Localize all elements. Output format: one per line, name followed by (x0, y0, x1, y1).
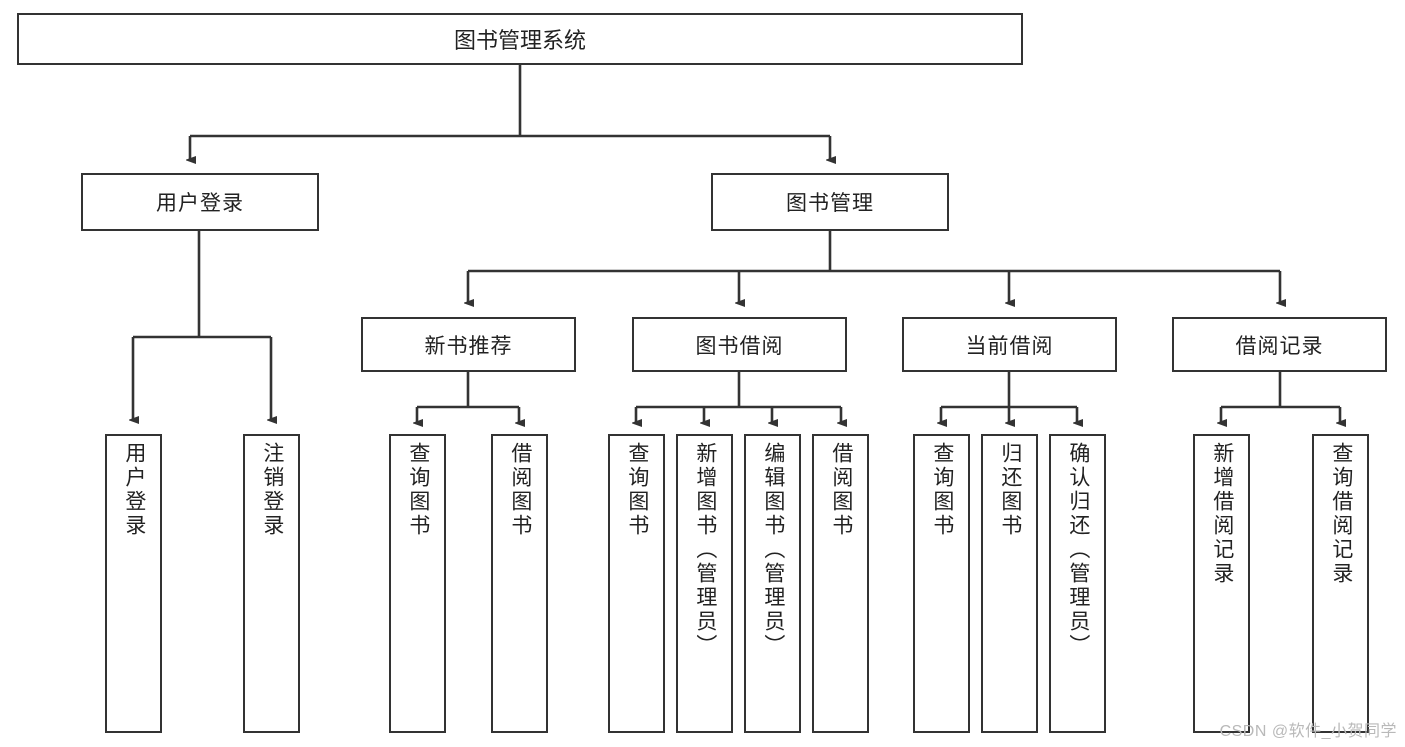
node-new-book-recommend-label: 新书推荐 (424, 334, 513, 358)
leaf-logout[interactable]: 注销登录 (243, 434, 300, 733)
leaf-edit-book-label: 编辑图书（管理员） (761, 442, 785, 658)
node-borrow-record-label: 借阅记录 (1235, 334, 1324, 358)
node-new-book-recommend[interactable]: 新书推荐 (361, 317, 576, 372)
leaf-query-book-3[interactable]: 查询图书 (913, 434, 970, 733)
leaf-return-book[interactable]: 归还图书 (981, 434, 1038, 733)
leaf-add-record-label: 新增借阅记录 (1210, 442, 1234, 586)
leaf-user-login[interactable]: 用户登录 (105, 434, 162, 733)
node-book-manage[interactable]: 图书管理 (711, 173, 949, 231)
leaf-add-record[interactable]: 新增借阅记录 (1193, 434, 1250, 733)
leaf-borrow-book-1[interactable]: 借阅图书 (491, 434, 548, 733)
leaf-query-book-2-label: 查询图书 (625, 442, 649, 538)
leaf-query-record[interactable]: 查询借阅记录 (1312, 434, 1369, 733)
leaf-query-book-2[interactable]: 查询图书 (608, 434, 665, 733)
leaf-logout-label: 注销登录 (260, 442, 284, 538)
leaf-borrow-book-2[interactable]: 借阅图书 (812, 434, 869, 733)
leaf-confirm-return[interactable]: 确认归还（管理员） (1049, 434, 1106, 733)
node-root-label: 图书管理系统 (453, 28, 586, 53)
leaf-query-book-1-label: 查询图书 (406, 442, 430, 538)
leaf-query-record-label: 查询借阅记录 (1329, 442, 1353, 586)
node-borrow-record[interactable]: 借阅记录 (1172, 317, 1387, 372)
node-book-borrow-label: 图书借阅 (695, 334, 784, 358)
leaf-user-login-label: 用户登录 (122, 442, 146, 538)
leaf-borrow-book-1-label: 借阅图书 (508, 442, 532, 538)
leaf-query-book-3-label: 查询图书 (930, 442, 954, 538)
leaf-edit-book[interactable]: 编辑图书（管理员） (744, 434, 801, 733)
leaf-return-book-label: 归还图书 (998, 442, 1022, 538)
watermark: CSDN @软件_小贺同学 (1219, 723, 1397, 740)
node-book-borrow[interactable]: 图书借阅 (632, 317, 847, 372)
node-root[interactable]: 图书管理系统 (17, 13, 1023, 65)
node-user-login[interactable]: 用户登录 (81, 173, 319, 231)
leaf-add-book-label: 新增图书（管理员） (693, 442, 717, 658)
leaf-confirm-return-label: 确认归还（管理员） (1066, 442, 1090, 658)
leaf-add-book[interactable]: 新增图书（管理员） (676, 434, 733, 733)
node-current-borrow[interactable]: 当前借阅 (902, 317, 1117, 372)
node-book-manage-label: 图书管理 (786, 192, 874, 215)
leaf-query-book-1[interactable]: 查询图书 (389, 434, 446, 733)
node-current-borrow-label: 当前借阅 (965, 334, 1054, 358)
leaf-borrow-book-2-label: 借阅图书 (829, 442, 853, 538)
node-user-login-label: 用户登录 (156, 192, 244, 215)
